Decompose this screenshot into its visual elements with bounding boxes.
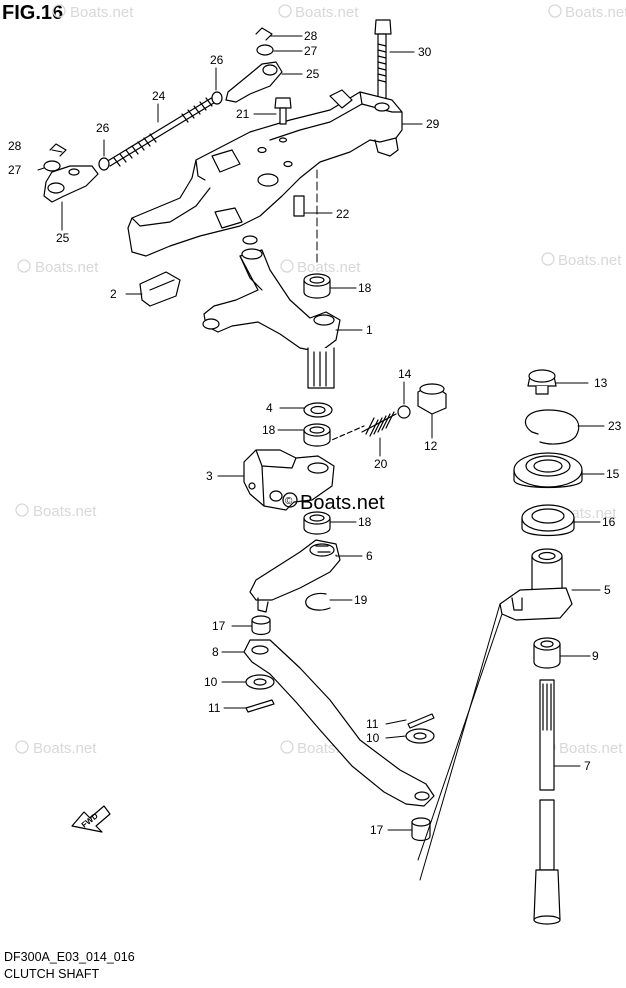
watermark: Boats.net bbox=[33, 503, 97, 520]
diagram-title: CLUTCH SHAFT bbox=[4, 967, 100, 981]
callout-27: 27 bbox=[304, 44, 318, 58]
rod-24 bbox=[98, 91, 223, 171]
ball-14 bbox=[397, 405, 411, 419]
callout-16: 16 bbox=[602, 515, 616, 529]
callout-17: 17 bbox=[212, 619, 226, 633]
callout-13: 13 bbox=[594, 376, 608, 390]
callout-24: 24 bbox=[152, 89, 166, 103]
callout-9: 9 bbox=[592, 649, 599, 663]
watermark: Boats.net bbox=[35, 259, 99, 276]
rod-end-25-top bbox=[225, 61, 283, 103]
watermark-prominent-text: Boats.net bbox=[300, 492, 385, 514]
callout-10: 10 bbox=[204, 675, 218, 689]
lever-6 bbox=[249, 539, 341, 613]
spring-20 bbox=[361, 411, 397, 437]
clip-2 bbox=[139, 271, 181, 307]
callout-26: 26 bbox=[96, 121, 110, 135]
clip-28 bbox=[43, 27, 274, 172]
callout-25: 25 bbox=[306, 67, 320, 81]
callout-29: 29 bbox=[426, 117, 440, 131]
callout-27: 27 bbox=[8, 163, 22, 177]
callout-6: 6 bbox=[366, 549, 373, 563]
seal-16 bbox=[521, 504, 575, 537]
watermark: Boats.net bbox=[297, 259, 361, 276]
cotter-pin-11 bbox=[245, 699, 435, 729]
bolt-22 bbox=[293, 195, 305, 217]
bolt-21 bbox=[274, 97, 292, 125]
pin-17-upper bbox=[251, 615, 271, 636]
callout-18: 18 bbox=[358, 281, 372, 295]
callout-3: 3 bbox=[206, 469, 213, 483]
leader-lines bbox=[37, 35, 605, 831]
callout-11: 11 bbox=[366, 717, 379, 731]
gear-5 bbox=[499, 548, 573, 621]
callout-1: 1 bbox=[366, 323, 373, 337]
callout-25: 25 bbox=[56, 231, 70, 245]
callout-2: 2 bbox=[110, 287, 117, 301]
bolt-30 bbox=[374, 19, 392, 101]
callout-21: 21 bbox=[236, 107, 250, 121]
washer-4 bbox=[303, 402, 333, 418]
bushing-18-middle bbox=[303, 423, 331, 447]
guide-line bbox=[419, 603, 501, 881]
bushing-18-upper bbox=[303, 273, 331, 299]
figure-label: FIG.16 bbox=[2, 2, 64, 24]
callout-17: 17 bbox=[370, 823, 384, 837]
callout-18: 18 bbox=[358, 515, 372, 529]
callout-4: 4 bbox=[266, 401, 273, 415]
callout-23: 23 bbox=[608, 419, 622, 433]
fwd-arrow-icon bbox=[71, 805, 111, 833]
shaft-7 bbox=[533, 679, 561, 925]
plug-13 bbox=[527, 369, 557, 395]
callout-10: 10 bbox=[366, 731, 380, 745]
lever-1 bbox=[202, 248, 341, 389]
pin-17-lower bbox=[411, 817, 431, 842]
callout-28: 28 bbox=[304, 29, 318, 43]
bracket-29 bbox=[127, 89, 403, 257]
callout-7: 7 bbox=[584, 759, 591, 773]
sleeve-12 bbox=[417, 383, 447, 415]
watermark: Boats.net bbox=[565, 4, 626, 21]
callout-5: 5 bbox=[604, 583, 611, 597]
callout-22: 22 bbox=[336, 207, 350, 221]
watermark: Boats.net bbox=[559, 740, 623, 757]
callout-8: 8 bbox=[212, 645, 219, 659]
callout-18: 18 bbox=[262, 423, 276, 437]
housing-3 bbox=[243, 449, 335, 511]
guide-line bbox=[417, 613, 503, 861]
bushing-9 bbox=[533, 637, 561, 669]
eclip-19 bbox=[305, 592, 331, 611]
circlip-23 bbox=[524, 409, 580, 445]
bearing-15 bbox=[513, 452, 583, 489]
callout-14: 14 bbox=[398, 367, 412, 381]
callout-28: 28 bbox=[8, 139, 22, 153]
rod-end-25-bottom bbox=[43, 165, 99, 203]
callout-19: 19 bbox=[354, 593, 368, 607]
watermark: Boats.net bbox=[70, 4, 134, 21]
callout-12: 12 bbox=[424, 439, 438, 453]
callout-20: 20 bbox=[374, 457, 388, 471]
diagram-code: DF300A_E03_014_016 bbox=[4, 950, 135, 964]
watermark: Boats.net bbox=[33, 740, 97, 757]
link-8 bbox=[243, 639, 435, 807]
callout-11: 11 bbox=[208, 701, 221, 715]
watermark: Boats.net bbox=[558, 252, 622, 269]
callout-15: 15 bbox=[606, 467, 620, 481]
bushing-18-lower bbox=[303, 511, 331, 535]
callout-26: 26 bbox=[210, 53, 224, 67]
svg-text:©: © bbox=[285, 496, 293, 507]
callout-30: 30 bbox=[418, 45, 432, 59]
watermark: Boats.net bbox=[295, 4, 359, 21]
watermark-prominent: © Boats.net bbox=[282, 492, 385, 514]
